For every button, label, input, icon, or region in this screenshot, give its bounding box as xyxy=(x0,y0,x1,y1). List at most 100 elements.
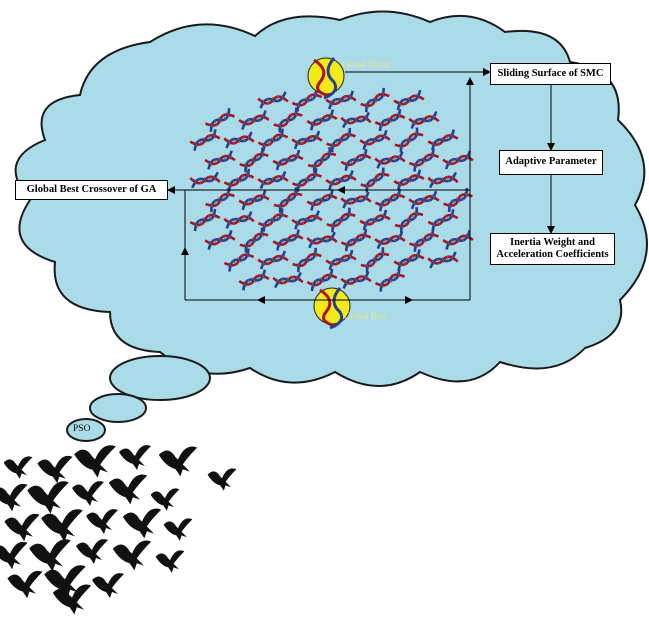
dna-helix xyxy=(394,127,424,153)
dna-helix xyxy=(359,209,391,231)
dna-helix xyxy=(239,147,269,173)
bird-silhouette xyxy=(52,584,92,615)
dna-helix xyxy=(408,190,440,210)
global-best-crossover-box: Global Best Crossover of GA xyxy=(15,180,168,200)
global-best-marker xyxy=(313,287,351,330)
dna-helix xyxy=(273,107,303,133)
dna-helix xyxy=(189,208,221,232)
flow-connectors xyxy=(167,68,555,304)
dna-helix xyxy=(238,110,270,130)
bird-silhouette xyxy=(41,509,83,542)
bird-silhouette xyxy=(29,539,71,572)
dna-helix xyxy=(272,149,304,171)
dna-helix xyxy=(442,150,474,170)
bird-silhouette xyxy=(3,456,33,479)
dna-helix xyxy=(257,250,289,270)
bird-flock xyxy=(0,445,237,615)
dna-helix xyxy=(427,171,459,189)
dna-helix xyxy=(325,249,357,271)
dna-helix xyxy=(204,108,236,132)
dna-helix xyxy=(408,148,440,172)
dna-helix xyxy=(442,230,474,250)
inertia-weight-label: Inertia Weight and Acceleration Coeffici… xyxy=(496,236,609,260)
dna-helix xyxy=(223,248,255,272)
bird-silhouette xyxy=(108,474,148,505)
dna-helix xyxy=(374,268,406,292)
dna-helix xyxy=(306,268,338,292)
dna-helix xyxy=(292,247,322,273)
dna-helix xyxy=(443,187,473,213)
dna-helix xyxy=(273,187,303,213)
dna-helix xyxy=(291,168,323,192)
dna-helix xyxy=(204,230,236,250)
bird-silhouette xyxy=(163,518,193,541)
global-best-label: Global Best xyxy=(344,311,387,321)
dna-helix xyxy=(326,127,356,153)
bird-silhouette xyxy=(74,445,116,478)
bird-silhouette xyxy=(112,540,152,571)
dna-helix xyxy=(272,229,304,251)
dna-helix xyxy=(393,169,425,191)
bird-silhouette xyxy=(207,468,237,491)
dna-helix xyxy=(374,108,406,132)
dna-helix xyxy=(360,87,390,113)
bird-silhouette xyxy=(155,550,185,573)
global-worst-marker xyxy=(307,57,345,100)
dna-helix xyxy=(239,227,269,253)
dna-helix xyxy=(257,91,289,109)
dna-helix xyxy=(340,228,372,252)
dna-helix xyxy=(307,147,337,173)
dna-helix xyxy=(408,111,440,129)
dna-helix xyxy=(238,189,270,211)
dna-helix xyxy=(325,170,357,190)
global-best-crossover-label: Global Best Crossover of GA xyxy=(26,183,157,195)
dna-helix xyxy=(257,170,289,190)
bird-silhouette xyxy=(92,573,124,598)
dna-helix xyxy=(189,129,221,151)
sliding-surface-box: Sliding Surface of SMC xyxy=(490,63,611,85)
bird-silhouette xyxy=(72,481,104,506)
dna-helix xyxy=(223,131,255,149)
dna-helix xyxy=(340,111,372,129)
pso-label: PSO xyxy=(73,424,91,434)
dna-helix xyxy=(408,228,440,252)
dna-population-cluster xyxy=(189,87,474,292)
dna-helix xyxy=(306,231,338,249)
adaptive-parameter-box: Adaptive Parameter xyxy=(499,150,603,175)
bird-silhouette xyxy=(150,488,180,511)
dna-helix xyxy=(291,210,323,230)
bird-silhouette xyxy=(7,570,43,599)
bird-silhouette xyxy=(86,509,118,534)
dna-helix xyxy=(223,168,255,192)
sliding-surface-label: Sliding Surface of SMC xyxy=(497,67,604,79)
bird-silhouette xyxy=(37,455,73,484)
bird-silhouette xyxy=(0,483,28,512)
dna-helix xyxy=(326,207,356,233)
dna-helix xyxy=(393,89,425,111)
adaptive-parameter-label: Adaptive Parameter xyxy=(505,156,597,168)
dna-helix xyxy=(325,90,357,110)
dna-helix xyxy=(427,209,459,231)
global-worst-label: Global Worst xyxy=(342,59,390,69)
dna-helix xyxy=(340,271,372,289)
dna-helix xyxy=(306,109,338,131)
bird-silhouette xyxy=(27,481,69,514)
dna-helix xyxy=(427,129,459,151)
dna-helix xyxy=(394,207,424,233)
dna-helix xyxy=(393,249,425,271)
dna-helix xyxy=(291,130,323,150)
dna-helix xyxy=(189,171,221,189)
dna-helix xyxy=(291,88,323,112)
bird-silhouette xyxy=(44,565,86,598)
dna-helix xyxy=(204,150,236,170)
dna-helix xyxy=(272,271,304,289)
dna-helix xyxy=(374,230,406,250)
dna-helix xyxy=(257,208,289,232)
dna-helix xyxy=(360,167,390,193)
dna-helix xyxy=(205,187,235,213)
bird-silhouette xyxy=(122,508,162,539)
dna-helix xyxy=(340,191,372,209)
dna-helix xyxy=(223,211,255,229)
bird-silhouette xyxy=(4,513,40,542)
